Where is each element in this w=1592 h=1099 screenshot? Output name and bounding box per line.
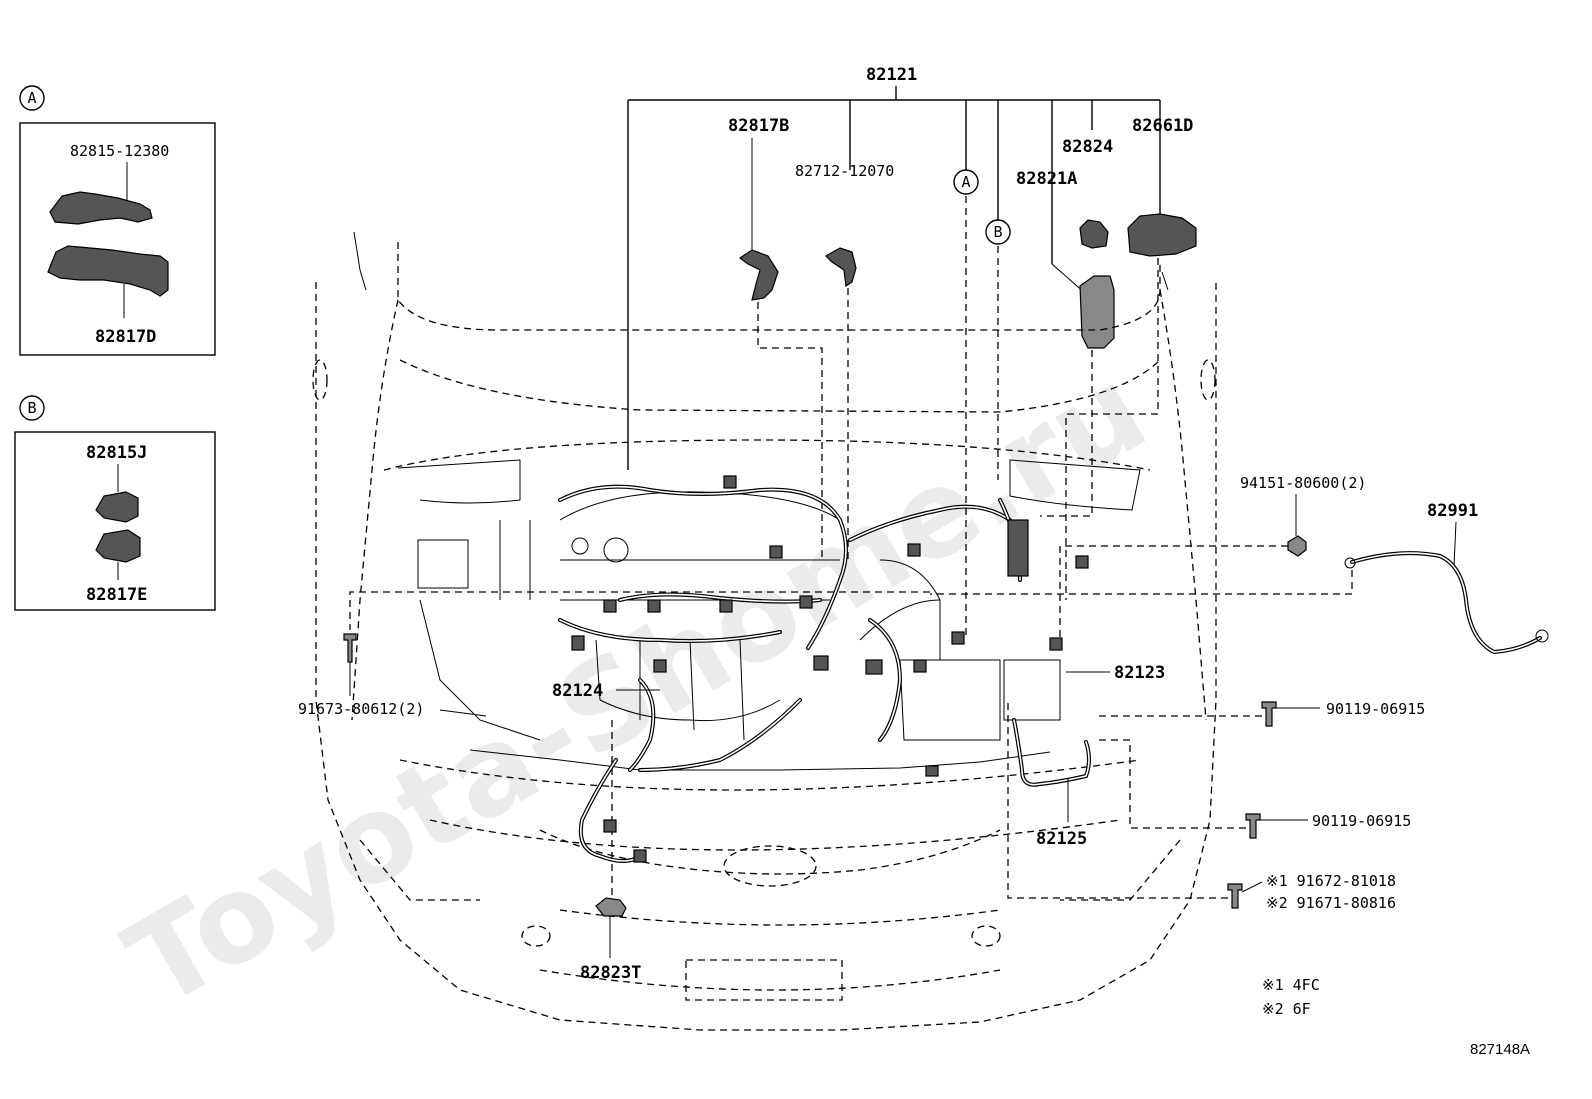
part-91672-81018[interactable]: ※1 91672-81018 [1266, 872, 1396, 890]
car-body-outline [312, 231, 1217, 1031]
ref-circle-a-main [953, 169, 979, 195]
bolt-90119-lower-icon [1245, 813, 1261, 839]
nut-icon [1287, 535, 1307, 557]
part-90119-06915-lower[interactable]: 90119-06915 [1312, 812, 1411, 830]
ref-circle-a [19, 85, 45, 111]
part-91671-80816[interactable]: ※2 91671-80816 [1266, 894, 1396, 912]
part-91673-80612[interactable]: 91673-80612(2) [298, 700, 424, 718]
note-1: ※1 4FC [1262, 976, 1320, 994]
part-82817B[interactable]: 82817B [728, 116, 789, 136]
part-82123[interactable]: 82123 [1114, 663, 1165, 683]
part-82661D[interactable]: 82661D [1132, 116, 1193, 136]
bracket-82817B-icon [738, 249, 779, 301]
protector-upper-icon [49, 191, 153, 225]
cover-82661D-icon [1127, 213, 1197, 257]
part-82817E[interactable]: 82817E [86, 585, 147, 605]
bolt-90119-upper-icon [1261, 701, 1277, 727]
part-82125[interactable]: 82125 [1036, 829, 1087, 849]
cover-icon [95, 491, 139, 523]
ground-strap-82125 [1012, 718, 1091, 787]
part-82823T[interactable]: 82823T [580, 963, 641, 983]
engine-box-icon [417, 539, 469, 589]
part-82815-12380[interactable]: 82815-12380 [70, 142, 169, 160]
part-82817D[interactable]: 82817D [95, 327, 156, 347]
clamp-icon [95, 529, 141, 563]
ref-circle-b [19, 395, 45, 421]
ref-circle-b-main [985, 219, 1011, 245]
ref-label-a: A [27, 89, 36, 107]
part-82121[interactable]: 82121 [866, 65, 917, 85]
detail-a-frame [19, 122, 216, 356]
part-82124[interactable]: 82124 [552, 681, 603, 701]
clamp-82824-icon [1079, 219, 1109, 249]
part-90119-06915-upper[interactable]: 90119-06915 [1326, 700, 1425, 718]
harness-sleeve-icon [1007, 519, 1029, 577]
protector-lower-icon [47, 245, 169, 297]
watermark: Toyota-Shome.ru [105, 341, 1169, 1035]
battery-cable-82991 [1350, 551, 1542, 655]
detail-box-a: A 82815-12380 82817D [19, 85, 216, 356]
part-82821A[interactable]: 82821A [1016, 169, 1077, 189]
note-2: ※2 6F [1262, 1000, 1311, 1018]
diagram-code: 827148A [1470, 1041, 1530, 1058]
part-94151-80600[interactable]: 94151-80600(2) [1240, 474, 1366, 492]
engine-bay [397, 459, 1141, 777]
ref-label-a-main: A [961, 173, 970, 191]
part-82824[interactable]: 82824 [1062, 137, 1113, 157]
part-82815J[interactable]: 82815J [86, 443, 147, 463]
ref-label-b: B [27, 399, 36, 417]
bracket-82712-icon [825, 247, 857, 288]
clip-82823T-icon [595, 897, 627, 917]
ref-label-b-main: B [993, 223, 1002, 241]
part-82712-12070[interactable]: 82712-12070 [795, 162, 894, 180]
detail-box-b: B 82815J 82817E [14, 395, 216, 611]
bolt-91672-icon [1227, 883, 1243, 909]
protector-82821A-icon [1079, 275, 1115, 349]
bolt-91673-icon [343, 633, 357, 663]
detail-b-frame [14, 431, 216, 611]
harness-bracket: 82121 [627, 65, 1161, 470]
part-82991[interactable]: 82991 [1427, 501, 1478, 521]
